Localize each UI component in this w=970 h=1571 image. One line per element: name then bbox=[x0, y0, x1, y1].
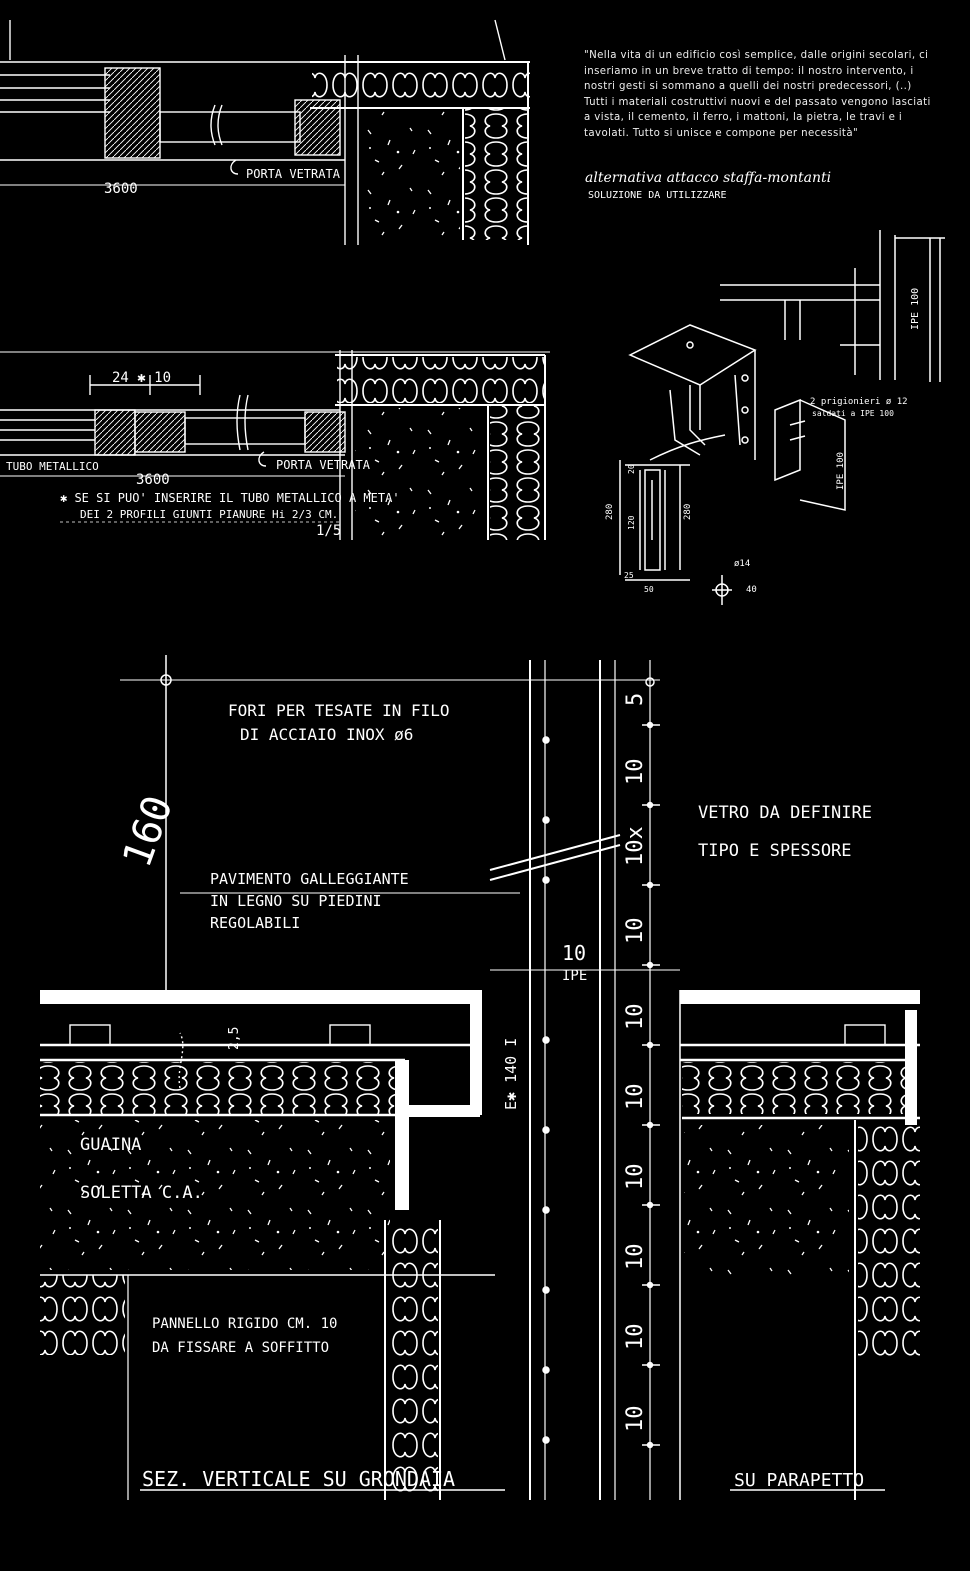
plan-detail-top bbox=[0, 19, 530, 245]
dim-10-a: 10 bbox=[623, 759, 648, 786]
plan-mid-note-line2: DEI 2 PROFILI GIUNTI PIANURE Hi 2/3 CM. bbox=[80, 508, 338, 521]
ipe-tag: 10 bbox=[562, 941, 586, 965]
floor-line3: REGOLABILI bbox=[210, 914, 300, 932]
section-title-right: SU PARAPETTO bbox=[734, 1470, 864, 1491]
section-title-left: SEZ. VERTICALE SU GRONDAIA bbox=[142, 1467, 455, 1491]
ipe-label-1: IPE 100 bbox=[910, 288, 921, 330]
alternative-subtitle: SOLUZIONE DA UTILIZZARE bbox=[588, 190, 726, 201]
dim-160: 160 bbox=[114, 790, 182, 874]
panel-line2: DA FISSARE A SOFFITTO bbox=[152, 1340, 329, 1356]
ipe-tag-2: IPE bbox=[562, 968, 587, 984]
glass-line2: TIPO E SPESSORE bbox=[698, 841, 852, 861]
dim-10-c: 10 bbox=[623, 1004, 648, 1031]
plan-mid-tube-label: TUBO METALLICO bbox=[6, 460, 99, 473]
plan-detail-middle bbox=[0, 350, 550, 540]
holes-line2: DI ACCIAIO INOX ø6 bbox=[240, 725, 413, 744]
slab-label: SOLETTA C.A. bbox=[80, 1183, 203, 1203]
plan-mid-dims: 24 ✱ 10 bbox=[112, 370, 171, 386]
plan-mid-note-line1: ✱ SE SI PUO' INSERIRE IL TUBO METALLICO … bbox=[60, 491, 400, 505]
vertical-section bbox=[40, 655, 920, 1500]
dim-10-g: 10 bbox=[623, 1324, 648, 1351]
dim-10x: 10x bbox=[623, 826, 648, 866]
plan-top-door-label: PORTA VETRATA bbox=[246, 167, 341, 181]
dim-20: 20 bbox=[627, 464, 636, 474]
bolts-note-2: saldati a IPE 100 bbox=[812, 409, 894, 418]
dim-2-5: 2,5 bbox=[227, 1027, 242, 1050]
dim-280-b: 280 bbox=[683, 504, 693, 520]
ipe-vertical: E✱ 140 I bbox=[502, 1038, 520, 1110]
dim-10-e: 10 bbox=[623, 1164, 648, 1191]
dim-10-f: 10 bbox=[623, 1244, 648, 1271]
dim-10-b: 10 bbox=[623, 918, 648, 945]
dim-25: 25 bbox=[624, 571, 634, 580]
dim-d14: ø14 bbox=[734, 559, 750, 569]
dim-5: 5 bbox=[623, 693, 648, 706]
dim-10-d: 10 bbox=[623, 1084, 648, 1111]
dimension-ticks bbox=[160, 674, 660, 1449]
glass-line1: VETRO DA DEFINIRE bbox=[698, 803, 872, 823]
dim-40: 40 bbox=[746, 585, 757, 595]
dim-120: 120 bbox=[627, 515, 636, 530]
dim-10-h: 10 bbox=[623, 1406, 648, 1433]
ipe-label-2: IPE 100 bbox=[836, 452, 846, 490]
floor-line2: IN LEGNO SU PIEDINI bbox=[210, 892, 382, 910]
bolts-note: 2 prigionieri ø 12 bbox=[810, 397, 908, 407]
plan-mid-door-label: PORTA VETRATA bbox=[276, 458, 371, 472]
dim-280-a: 280 bbox=[605, 504, 615, 520]
alternative-title: alternativa attacco staffa-montanti bbox=[585, 170, 831, 186]
floor-line1: PAVIMENTO GALLEGGIANTE bbox=[210, 870, 409, 888]
panel-line1: PANNELLO RIGIDO CM. 10 bbox=[152, 1316, 337, 1332]
sheath-label: GUAINA bbox=[80, 1135, 141, 1155]
dim-50: 50 bbox=[644, 585, 654, 594]
plan-mid-dim-3600: 3600 bbox=[136, 472, 170, 488]
project-quote: "Nella vita di un edificio così semplice… bbox=[584, 50, 931, 139]
plan-top-dim-3600: 3600 bbox=[104, 181, 138, 197]
plan-mid-scale: 1/5 bbox=[316, 523, 341, 539]
bracket-sketch bbox=[619, 230, 945, 605]
holes-line1: FORI PER TESATE IN FILO bbox=[228, 701, 450, 720]
